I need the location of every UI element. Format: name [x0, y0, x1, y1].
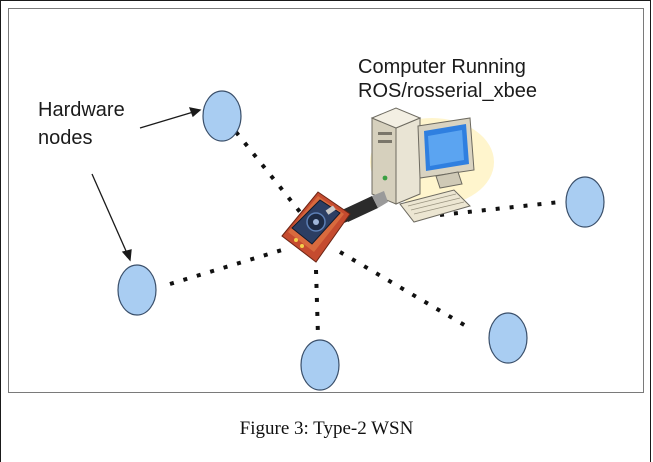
hardware-nodes-label-line2: nodes: [38, 127, 93, 149]
hardware-nodes-label-line1: Hardware: [38, 99, 125, 121]
node-top-left: [202, 90, 242, 142]
computer-label-line1: Computer Running: [358, 56, 526, 78]
link-to-node-left: [169, 248, 283, 286]
node-bottom: [300, 339, 340, 391]
computer-label: Computer Running ROS/rosserial_xbee: [358, 55, 537, 103]
desktop-computer-icon: [370, 107, 494, 223]
xbee-radio-hub: [281, 191, 351, 263]
arrow-to-node-top-left: [139, 109, 201, 129]
link-to-node-bottom-right: [338, 250, 468, 328]
node-right: [565, 176, 605, 228]
arrow-to-node-left: [91, 173, 131, 261]
link-to-node-top-left: [234, 130, 302, 214]
hardware-nodes: [117, 90, 605, 391]
node-left: [117, 264, 157, 316]
link-to-node-right: [439, 200, 561, 217]
hardware-nodes-label: Hardware nodes: [38, 96, 125, 152]
computer-label-line2: ROS/rosserial_xbee: [358, 80, 537, 102]
figure-caption: Figure 3: Type-2 WSN: [239, 418, 414, 439]
link-to-node-bottom: [314, 269, 320, 337]
label-arrows: [91, 107, 202, 262]
node-bottom-right: [488, 312, 528, 364]
network-links: [169, 130, 561, 337]
